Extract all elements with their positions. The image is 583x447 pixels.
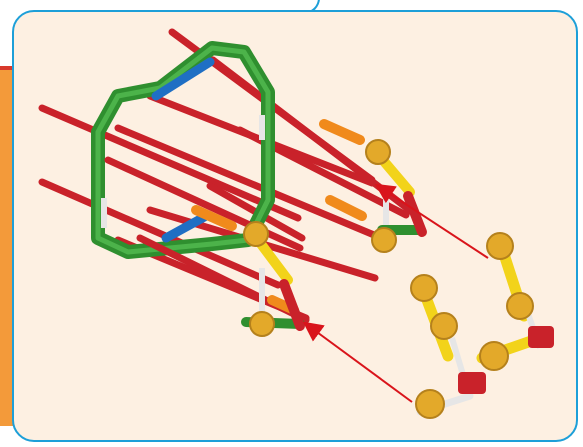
gear-bracket-subassembly bbox=[410, 232, 554, 419]
side-band-accent bbox=[0, 66, 18, 70]
placement-arrows bbox=[302, 183, 489, 403]
green-octagon-frame bbox=[91, 41, 275, 259]
arrow-upper bbox=[374, 183, 489, 259]
arrow-lower bbox=[302, 321, 413, 403]
main-frame-assembly bbox=[38, 28, 427, 337]
lower-right-bracket bbox=[241, 221, 305, 337]
